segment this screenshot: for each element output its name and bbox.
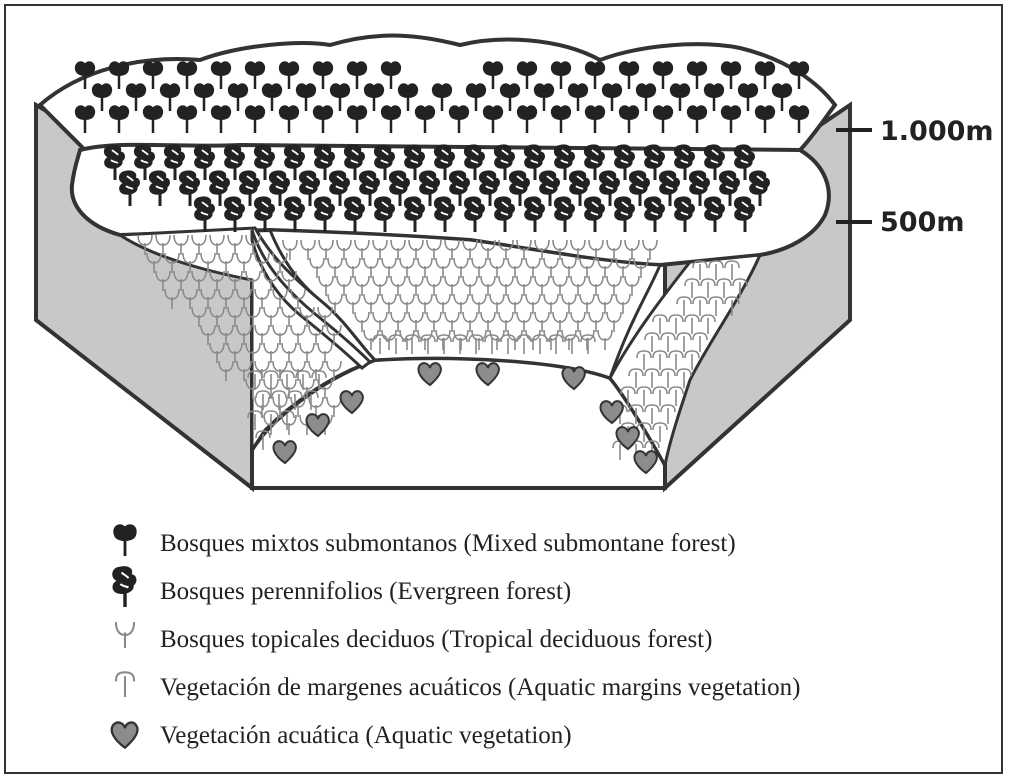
legend-icon-slot [100, 668, 150, 708]
altitude-label-1000m: 1.000m [880, 118, 994, 145]
legend-item-evergreen: Bosques perennifolios (Evergreen forest) [100, 568, 980, 616]
legend-item-mixed-submontane: Bosques mixtos submontanos (Mixed submon… [100, 520, 980, 568]
legend-label: Vegetación acuática (Aquatic vegetation) [160, 722, 572, 750]
legend-item-aquatic: Vegetación acuática (Aquatic vegetation) [100, 712, 980, 760]
legend-label: Bosques perennifolios (Evergreen forest) [160, 578, 571, 606]
legend-icon-slot [100, 572, 150, 612]
legend-label: Vegetación de margenes acuáticos (Aquati… [160, 674, 801, 702]
legend-item-tropical-deciduous: Bosques topicales deciduos (Tropical dec… [100, 616, 980, 664]
legend: Bosques mixtos submontanos (Mixed submon… [100, 520, 980, 760]
legend-label: Bosques topicales deciduos (Tropical dec… [160, 626, 712, 654]
altitude-label-500m: 500m [880, 209, 965, 236]
legend-icon-slot [100, 716, 150, 756]
legend-icon-slot [100, 524, 150, 564]
legend-label: Bosques mixtos submontanos (Mixed submon… [160, 530, 736, 558]
legend-icon-slot [100, 620, 150, 660]
legend-item-aquatic-margins: Vegetación de margenes acuáticos (Aquati… [100, 664, 980, 712]
